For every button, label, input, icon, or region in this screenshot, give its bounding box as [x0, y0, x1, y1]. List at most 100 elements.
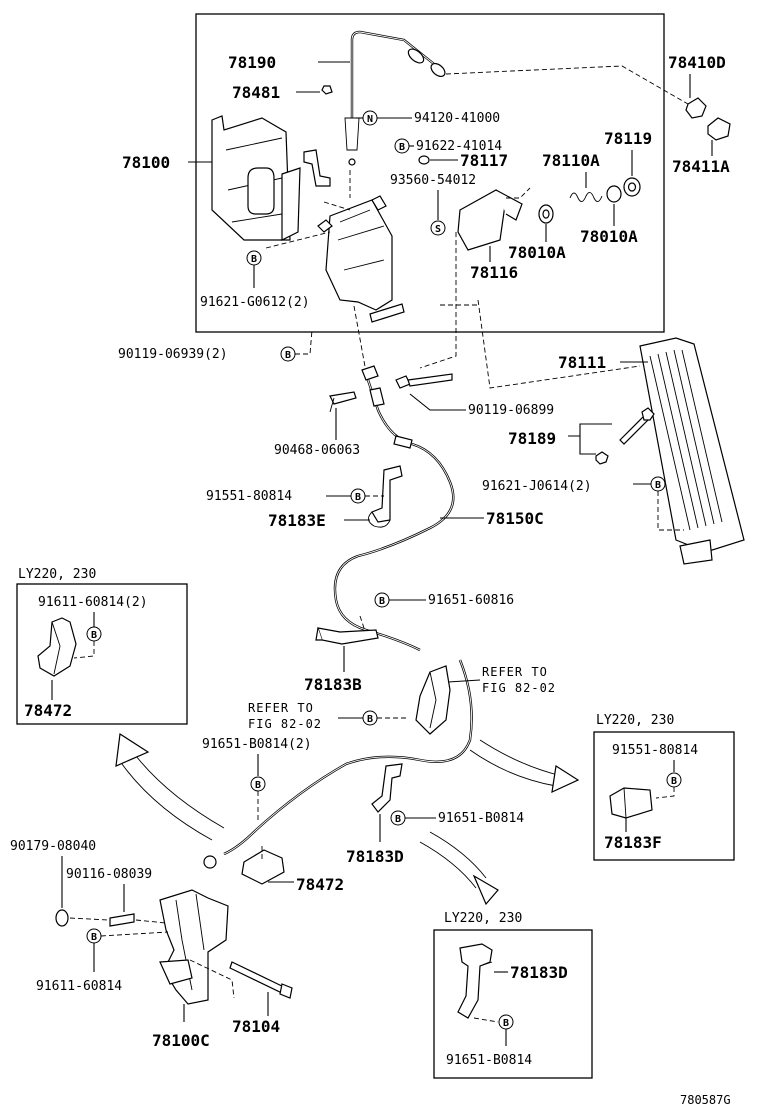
- label-78117: 78117: [460, 151, 508, 170]
- inset-bottom-variant: LY220, 230: [444, 911, 522, 926]
- badge-b-inset-bottom: B: [498, 1014, 514, 1030]
- pedal-assembly-box: [195, 13, 665, 333]
- label-93560-54012: 93560-54012: [390, 173, 476, 188]
- label-refer-to-lower-2: FIG 82-02: [248, 717, 322, 731]
- label-90179-08040: 90179-08040: [10, 839, 96, 854]
- svg-text:B: B: [255, 780, 261, 791]
- svg-text:B: B: [285, 350, 291, 361]
- bolt-90119-06899: [395, 373, 453, 389]
- svg-text:B: B: [91, 932, 97, 943]
- label-91651-60816: 91651-60816: [428, 593, 514, 608]
- label-78183D: 78183D: [346, 847, 404, 866]
- label-78189: 78189: [508, 429, 556, 448]
- pedal-pad-78111: [639, 337, 745, 565]
- inset-right-variant: LY220, 230: [596, 713, 674, 728]
- badge-b-91611: B: [86, 928, 102, 944]
- label-91621-J0614: 91621-J0614(2): [482, 479, 592, 494]
- label-78481: 78481: [232, 83, 280, 102]
- label-78183B: 78183B: [304, 675, 362, 694]
- label-90468-06063: 90468-06063: [274, 443, 360, 458]
- inset-left-bolt: 91611-60814(2): [38, 595, 148, 610]
- badge-b-91551-main: B: [350, 488, 366, 504]
- label-78116: 78116: [470, 263, 518, 282]
- figure-code: 780587G: [680, 1093, 731, 1107]
- inset-right-bolt: 91551-80814: [612, 743, 698, 758]
- svg-text:B: B: [503, 1018, 509, 1029]
- svg-text:B: B: [367, 714, 373, 725]
- pin-90116: [109, 913, 135, 927]
- spring-and-bushings: [418, 155, 641, 224]
- inset-bottom-bolt: 91651-B0814: [446, 1053, 532, 1068]
- label-78100C: 78100C: [152, 1031, 210, 1050]
- label-78111: 78111: [558, 353, 606, 372]
- label-refer-to-upper-2: FIG 82-02: [482, 681, 556, 695]
- svg-text:B: B: [395, 814, 401, 825]
- label-78010A-right: 78010A: [580, 227, 638, 246]
- label-94120-41000: 94120-41000: [414, 111, 500, 126]
- bracket-78116: [457, 187, 531, 251]
- badge-b-refer: B: [362, 710, 378, 726]
- svg-text:B: B: [251, 254, 257, 265]
- label-78411A: 78411A: [672, 157, 730, 176]
- label-78150C: 78150C: [486, 509, 544, 528]
- inset-left-box: [16, 583, 188, 725]
- svg-text:B: B: [399, 142, 405, 153]
- badge-b-91621j: B: [650, 476, 666, 492]
- label-90119-06939: 90119-06939(2): [118, 347, 228, 362]
- badge-b-91651-60816: B: [374, 592, 390, 608]
- bracket-78472: [241, 846, 285, 885]
- lower-assembly-78100c: [159, 889, 235, 1005]
- label-90116-08039: 90116-08039: [66, 867, 152, 882]
- label-91622-41014: 91622-41014: [416, 139, 502, 154]
- cable-78190-drawing: [344, 30, 446, 166]
- badge-b-inset-left: B: [86, 626, 102, 642]
- svg-text:N: N: [367, 114, 373, 125]
- svg-text:S: S: [435, 224, 441, 235]
- badge-b-91651b: B: [390, 810, 406, 826]
- label-78100: 78100: [122, 153, 170, 172]
- label-refer-to-lower-1: REFER TO: [248, 701, 314, 715]
- label-78010A-left: 78010A: [508, 243, 566, 262]
- label-78119: 78119: [604, 129, 652, 148]
- inset-right-clip: [609, 787, 653, 819]
- label-91651-B0814: 91651-B0814: [438, 811, 524, 826]
- stopper-78410D: [685, 97, 731, 141]
- badge-s-93560: S: [430, 220, 446, 236]
- inset-bottom-box: [433, 929, 593, 1079]
- cable-78150c-drawing: [203, 365, 473, 869]
- rod-78104: [229, 961, 293, 999]
- inset-right-part: 78183F: [604, 833, 662, 852]
- svg-text:B: B: [379, 596, 385, 607]
- inset-left-variant: LY220, 230: [18, 567, 96, 582]
- inset-left-bracket: [37, 617, 77, 677]
- badge-b-91622: B: [394, 138, 410, 154]
- svg-text:B: B: [355, 492, 361, 503]
- svg-text:B: B: [671, 776, 677, 787]
- svg-text:B: B: [91, 630, 97, 641]
- label-78110A: 78110A: [542, 151, 600, 170]
- arrow-down-right: [419, 831, 499, 906]
- label-90119-06899: 90119-06899: [468, 403, 554, 418]
- inset-bottom-part: 78183D: [510, 963, 568, 982]
- clip-78183b: [315, 615, 379, 645]
- badge-b-inset-right: B: [666, 772, 682, 788]
- badge-b-91651b-2: B: [250, 776, 266, 792]
- badge-b-90119-06939: B: [280, 346, 296, 362]
- inset-left-part: 78472: [24, 701, 72, 720]
- clip-90468: [329, 391, 357, 413]
- arrow-right: [469, 739, 580, 794]
- clip-78183e: [368, 465, 403, 528]
- pedal-bracket-78100: [211, 115, 331, 241]
- label-refer-to-upper-1: REFER TO: [482, 665, 548, 679]
- badge-b-91621g: B: [246, 250, 262, 266]
- label-91621-G0612: 91621-G0612(2): [200, 295, 310, 310]
- label-91651-B0814-2: 91651-B0814(2): [202, 737, 312, 752]
- pedal-arm: [265, 170, 405, 323]
- label-78190: 78190: [228, 53, 276, 72]
- label-91611-60814: 91611-60814: [36, 979, 122, 994]
- label-91551-80814: 91551-80814: [206, 489, 292, 504]
- badge-n-94120: N: [362, 110, 378, 126]
- label-78183E: 78183E: [268, 511, 326, 530]
- clip-78183d: [371, 763, 403, 813]
